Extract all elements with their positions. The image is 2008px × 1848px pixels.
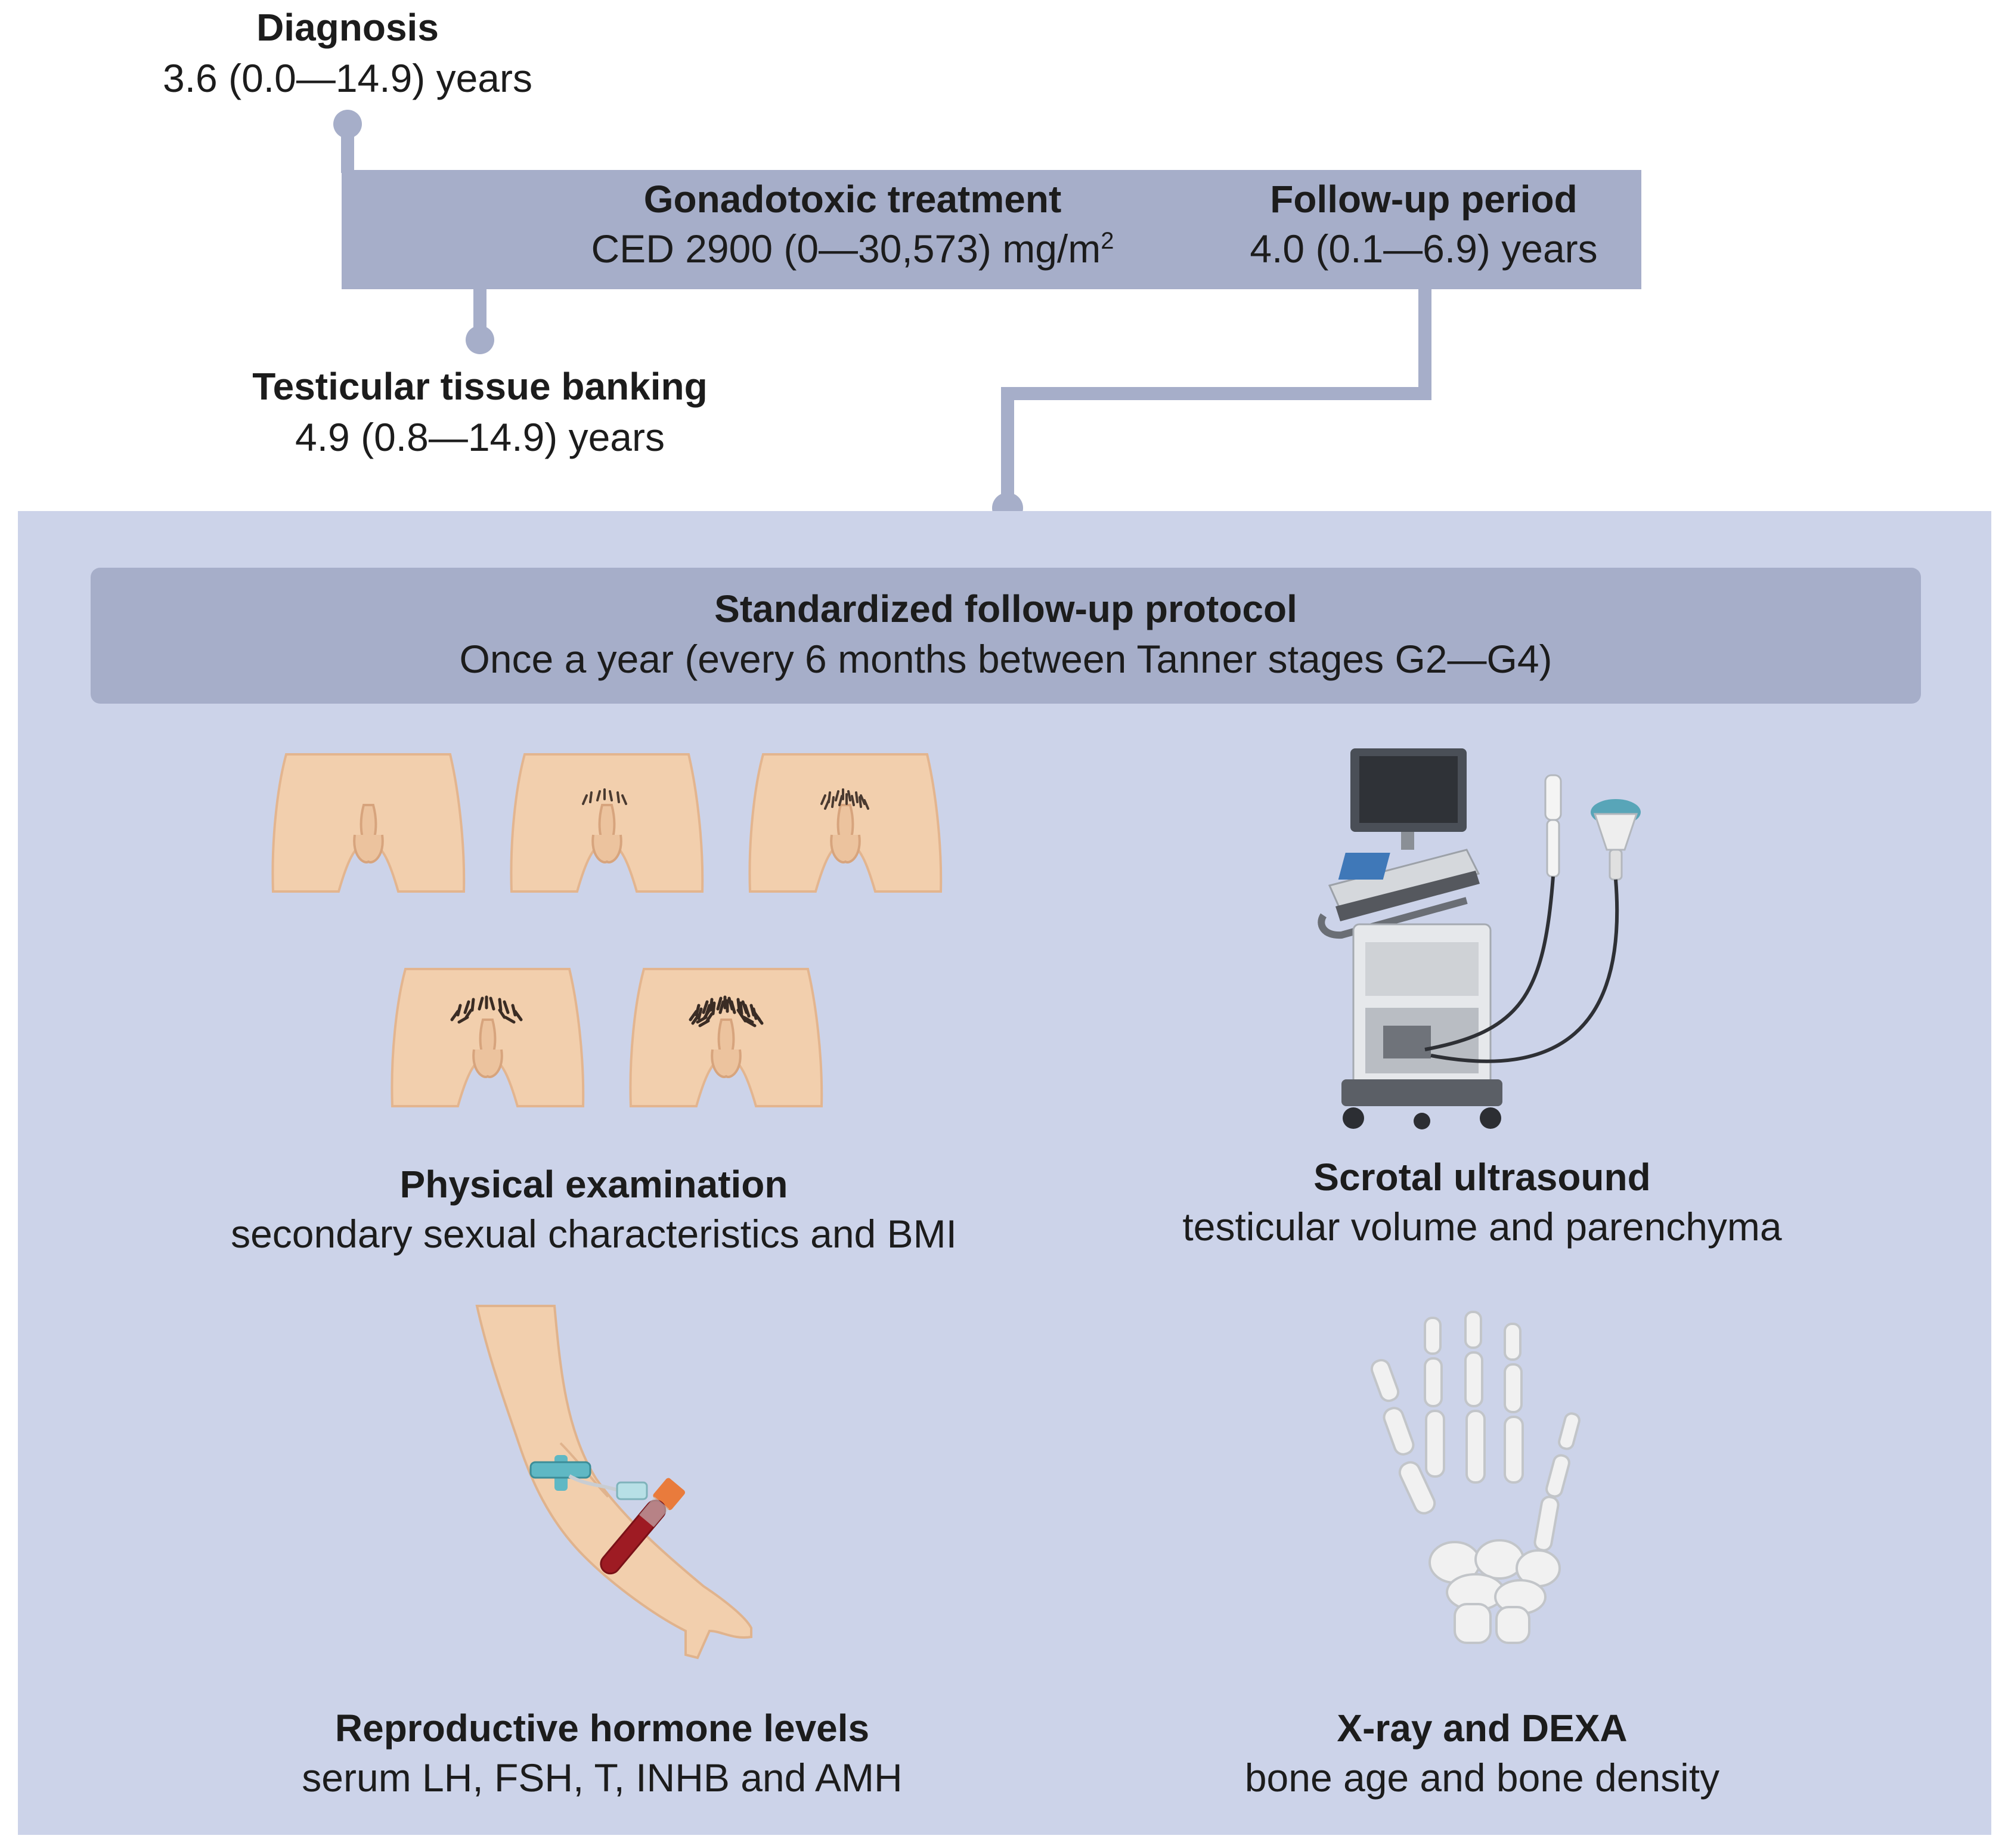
physical-desc: secondary sexual characteristics and BMI — [231, 1212, 957, 1256]
banking-title: Testicular tissue banking — [252, 365, 708, 408]
protocol-title: Standardized follow-up protocol — [714, 587, 1297, 630]
banking-value: 4.9 (0.8—14.9) years — [295, 415, 665, 459]
ultrasound-desc: testicular volume and parenchyma — [1182, 1205, 1782, 1249]
protocol-panel — [18, 511, 1991, 1835]
xray-desc: bone age and bone density — [1244, 1756, 1720, 1800]
protocol-banner — [91, 568, 1921, 704]
ultrasound-title: Scrotal ultrasound — [1313, 1156, 1651, 1199]
treatment-value: CED 2900 (0—30,573) mg/m2 — [591, 227, 1114, 271]
hormones-desc: serum LH, FSH, T, INHB and AMH — [302, 1756, 903, 1800]
xray-title: X-ray and DEXA — [1337, 1707, 1628, 1750]
diagnosis-value: 3.6 (0.0—14.9) years — [163, 56, 532, 100]
tanner-stages-icon — [271, 753, 943, 1107]
followup-value: 4.0 (0.1—6.9) years — [1250, 227, 1598, 271]
followup-title: Follow-up period — [1270, 178, 1578, 221]
diagnosis-title: Diagnosis — [256, 6, 439, 49]
protocol-subtitle: Once a year (every 6 months between Tann… — [459, 637, 1553, 681]
physical-title: Physical examination — [399, 1163, 788, 1206]
hormones-title: Reproductive hormone levels — [334, 1707, 870, 1750]
ultrasound-machine-icon — [1318, 748, 1641, 1129]
treatment-title: Gonadotoxic treatment — [643, 178, 1062, 221]
timeline-connectors — [333, 110, 1431, 524]
blood-draw-icon — [475, 1305, 752, 1660]
treatment-timeline-bar — [342, 170, 1641, 289]
hand-skeleton-icon — [1370, 1311, 1581, 1644]
